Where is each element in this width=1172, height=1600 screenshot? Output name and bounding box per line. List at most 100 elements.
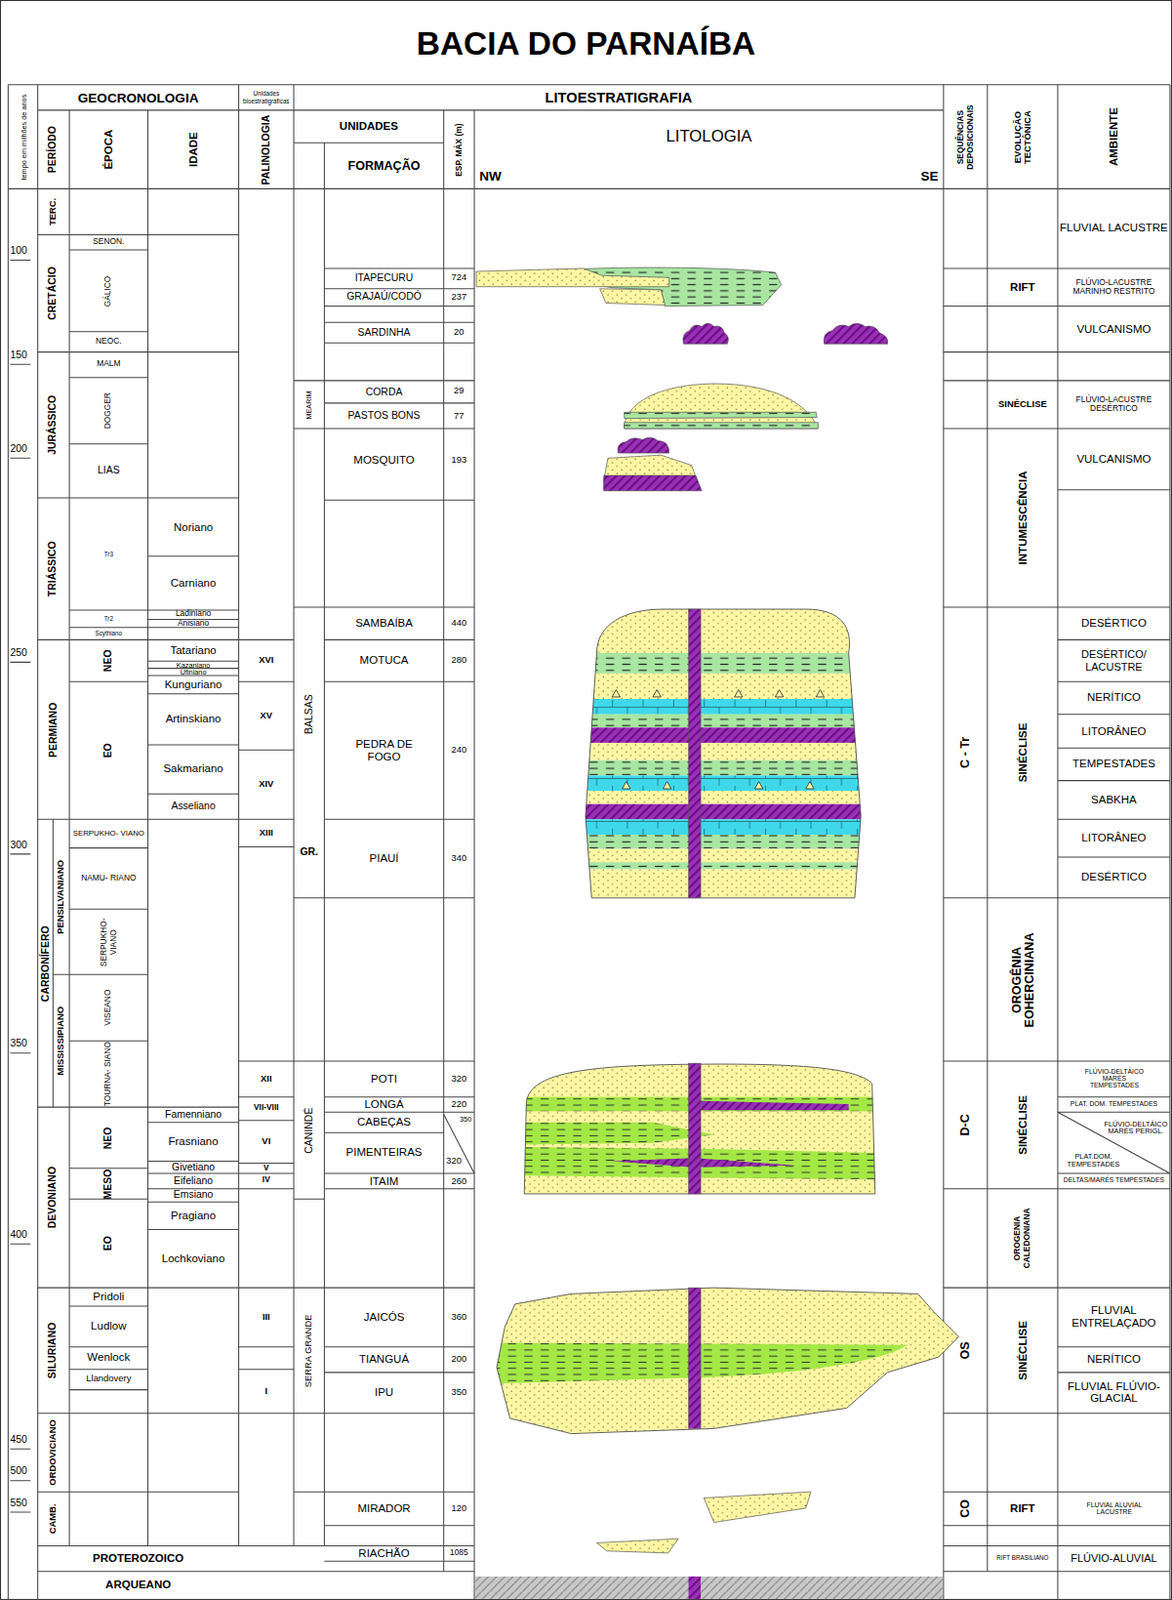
label-cell: FLUVIAL ALUVIAL LACUSTRE bbox=[1081, 1491, 1148, 1525]
label-text: FLÚVIO-DELTÁICO MARÉS PERIGL. bbox=[1101, 1119, 1171, 1134]
label-text: 450 bbox=[9, 1433, 27, 1445]
label-cell: Ufiniano bbox=[148, 668, 240, 676]
label-cell: 250 bbox=[9, 646, 38, 661]
label-cell: 240 bbox=[444, 681, 475, 819]
label-text: 500 bbox=[9, 1465, 27, 1477]
rotated-holder: SEQUÊNCIAS DEPOSICIONAIS bbox=[943, 84, 988, 190]
label-text: VULCANISMO bbox=[1076, 452, 1151, 465]
label-text: CANINDÉ bbox=[303, 1106, 315, 1153]
rotated-holder: SINÉCLISE bbox=[987, 1287, 1058, 1414]
label-cell: XIII bbox=[239, 818, 294, 847]
label-text: IV bbox=[262, 1175, 271, 1185]
title-cell: BACIA DO PARNAÍBA bbox=[0, 18, 1172, 72]
label-text: 400 bbox=[9, 1228, 27, 1240]
label-cell: Frasniano bbox=[148, 1122, 240, 1162]
label-cell: ITAIM bbox=[323, 1172, 444, 1189]
label-cell: 260 bbox=[444, 1172, 475, 1189]
rotated-holder: CARBONÍFERO bbox=[38, 818, 54, 1107]
label-cell: 350 bbox=[456, 1111, 475, 1127]
label-cell: TIANGUÁ bbox=[323, 1346, 444, 1373]
label-text: JURÁSSICO bbox=[47, 395, 59, 455]
label-text: tempo em milhões de anos bbox=[19, 93, 28, 180]
label-text: TOURNA- SIANO bbox=[104, 1041, 114, 1106]
label-cell: VULCANISMO bbox=[1057, 306, 1171, 353]
label-cell: NW bbox=[479, 162, 521, 189]
label-cell: FLUVIAL LACUSTRE bbox=[1057, 188, 1171, 269]
label-cell: NEO bbox=[69, 639, 148, 682]
label-text: JAICÓS bbox=[363, 1310, 405, 1323]
rotated-holder: ORDOVICIANO bbox=[38, 1413, 70, 1492]
label-cell: PIAUÍ bbox=[323, 818, 444, 897]
label-cell: SARDINHA bbox=[323, 322, 444, 343]
label-cell: SEQUÊNCIAS DEPOSICIONAIS bbox=[943, 84, 988, 190]
label-text: 237 bbox=[451, 292, 468, 303]
label-text: 280 bbox=[451, 655, 468, 666]
rotated-holder: DEVONIANO bbox=[38, 1106, 70, 1288]
rotated-holder: ÉPOCA bbox=[69, 110, 148, 189]
label-text: NW bbox=[479, 168, 502, 183]
rotated-holder: OROGÊNIA EOHERCINIANA bbox=[987, 897, 1058, 1061]
rotated-holder: SINÉCLISE bbox=[987, 606, 1058, 898]
label-text: RIACHÃO bbox=[358, 1546, 409, 1559]
rotated-holder: EO bbox=[69, 681, 148, 819]
label-cell: Kazaniano bbox=[148, 660, 240, 668]
label-text: 20 bbox=[453, 327, 464, 338]
label-text: Famenniano bbox=[164, 1108, 222, 1120]
label-text: NEO bbox=[103, 648, 115, 672]
label-cell: GÁLICO bbox=[69, 249, 148, 332]
label-text: Givetiano bbox=[171, 1161, 215, 1172]
label-cell: III bbox=[239, 1287, 294, 1347]
rotated-holder: CRETÁCIO bbox=[38, 234, 70, 352]
label-cell: 400 bbox=[9, 1226, 38, 1242]
rotated-holder: BALSAS bbox=[293, 606, 324, 822]
rotated-holder: PERMIANO bbox=[38, 639, 70, 819]
label-text: ITAIM bbox=[369, 1174, 400, 1187]
label-text: NERÍTICO bbox=[1087, 691, 1141, 704]
rotated-holder: SERPUKHO- VIANO bbox=[69, 908, 148, 974]
label-text: NERÍTICO bbox=[1087, 1353, 1141, 1366]
label-text: OROGÊNIA EOHERCINIANA bbox=[1010, 897, 1036, 1061]
label-text: Pridoli bbox=[92, 1290, 124, 1302]
label-cell: PERMIANO bbox=[38, 639, 70, 819]
label-cell: Tr2 bbox=[69, 609, 148, 628]
rotated-holder: OS bbox=[943, 1287, 988, 1414]
label-text: UNIDADES bbox=[339, 121, 399, 133]
label-text: Unidades bioestratigráficas bbox=[239, 90, 294, 104]
label-text: DELTAS/MARÉS TEMPESTADES bbox=[1063, 1176, 1165, 1184]
label-cell: PIMENTEIRAS bbox=[323, 1131, 444, 1173]
label-cell: ARQUEANO bbox=[38, 1571, 240, 1600]
label-text: FLUVIAL FLÚVIO-GLACIAL bbox=[1057, 1380, 1171, 1405]
label-cell: CAMB. bbox=[38, 1491, 70, 1545]
label-cell: XIV bbox=[239, 749, 294, 819]
label-text: FLUVIAL ALUVIAL LACUSTRE bbox=[1081, 1500, 1148, 1515]
label-cell: NERÍTICO bbox=[1057, 1346, 1171, 1373]
label-text: Wenlock bbox=[86, 1351, 130, 1364]
label-cell: RIFT bbox=[987, 268, 1058, 307]
label-cell: LONGÁ bbox=[323, 1096, 444, 1113]
label-text: LITOESTRATIGRAFIA bbox=[545, 89, 693, 105]
label-text: 350 bbox=[451, 1387, 468, 1398]
label-cell: 320 bbox=[444, 1152, 465, 1170]
label-cell: V bbox=[239, 1163, 294, 1173]
label-cell: Famenniano bbox=[148, 1106, 240, 1123]
label-cell: SINÉCLISE bbox=[987, 606, 1058, 898]
label-cell: CARBONÍFERO bbox=[38, 818, 54, 1107]
label-text: LITORÂNEO bbox=[1081, 725, 1146, 737]
label-text: TERC. bbox=[48, 198, 59, 226]
label-cell: NEOC. bbox=[69, 331, 148, 353]
label-cell: 440 bbox=[444, 606, 475, 640]
label-text: Tr2 bbox=[104, 615, 114, 623]
label-cell: C - Tr bbox=[943, 606, 988, 898]
label-cell: DESÉRTICO/ LACUSTRE bbox=[1057, 639, 1171, 682]
rotated-holder: MESO bbox=[69, 1168, 148, 1199]
label-text: 320 bbox=[445, 1156, 462, 1167]
label-cell: PROTEROZOICO bbox=[38, 1545, 240, 1572]
label-text: D-C bbox=[959, 1113, 972, 1135]
rotated-holder: C - Tr bbox=[943, 606, 988, 898]
label-cell: ITAPECURU bbox=[323, 268, 444, 289]
label-cell: Unidades bioestratigráficas bbox=[239, 84, 294, 111]
label-text: 724 bbox=[451, 273, 468, 283]
label-text: ITAPECURU bbox=[355, 273, 414, 284]
label-cell: Artinskiano bbox=[148, 693, 240, 745]
